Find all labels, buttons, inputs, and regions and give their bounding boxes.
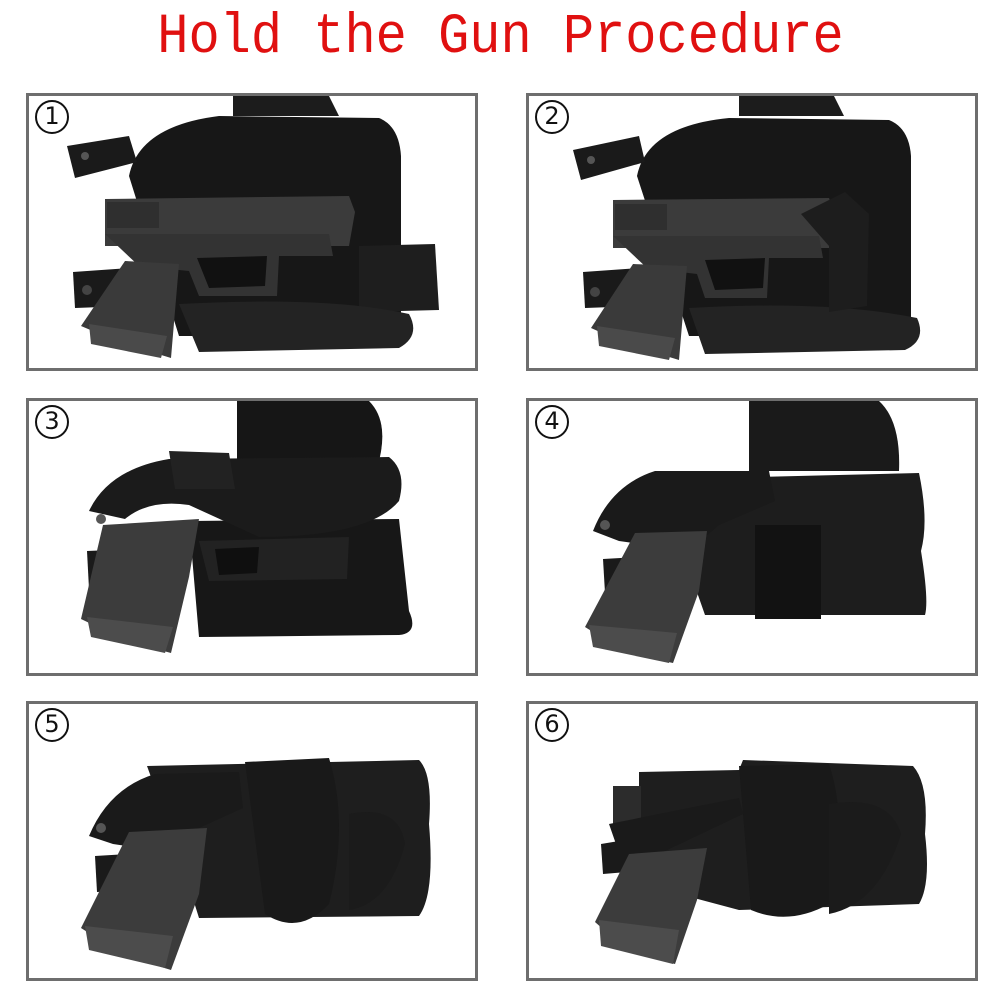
step-panel-6: 6 — [526, 701, 978, 981]
step-panel-1: 1 — [26, 93, 478, 371]
step-number-badge: 6 — [535, 708, 569, 742]
holster-photo-step-3 — [81, 401, 413, 653]
holster-photo-step-4 — [585, 401, 927, 663]
step-number-badge: 4 — [535, 405, 569, 439]
page-title: Hold the Gun Procedure — [157, 5, 844, 70]
holster-photo-step-6 — [595, 760, 927, 964]
holster-photo-step-1 — [67, 96, 439, 358]
step-panel-3: 3 — [26, 398, 478, 676]
step-panel-4: 4 — [526, 398, 978, 676]
step-panel-5: 5 — [26, 701, 478, 981]
holster-photo-step-5 — [81, 758, 431, 970]
step-number-badge: 5 — [35, 708, 69, 742]
step-number-badge: 1 — [35, 100, 69, 134]
step-panel-2: 2 — [526, 93, 978, 371]
holster-photo-step-2 — [573, 96, 921, 360]
step-number-badge: 3 — [35, 405, 69, 439]
step-number-badge: 2 — [535, 100, 569, 134]
